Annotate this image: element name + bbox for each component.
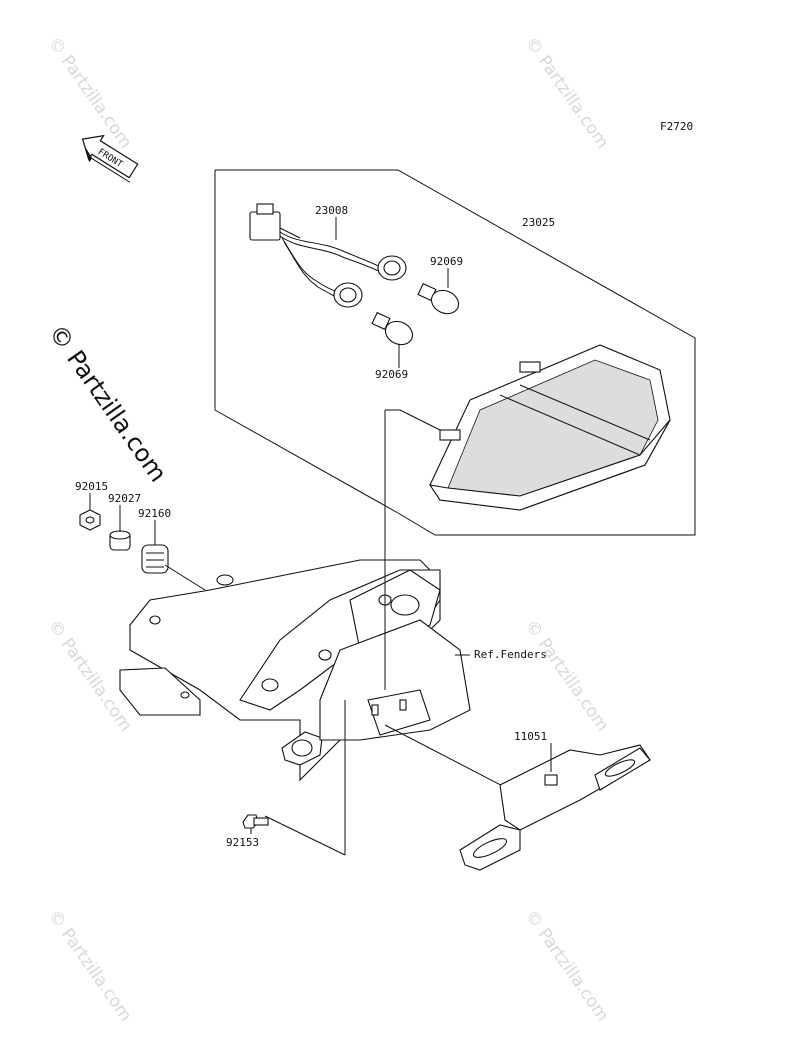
watermark-top-right: © Partzilla.com — [521, 33, 613, 152]
callout-92027: 92027 — [108, 492, 141, 505]
watermark-main: © Partzilla.com — [43, 319, 172, 487]
tail-lamp-assembly — [428, 344, 671, 511]
callout-23008: 23008 — [315, 204, 348, 217]
figure-code: F2720 — [660, 120, 693, 133]
watermark-top-left: © Partzilla.com — [44, 33, 136, 152]
grommet-92160 — [141, 544, 169, 574]
callout-92153: 92153 — [226, 836, 259, 849]
watermark-mid-right: © Partzilla.com — [521, 616, 613, 735]
bulb-bottom — [371, 311, 414, 346]
wiring-harness — [249, 203, 407, 308]
collar-92027 — [109, 530, 131, 551]
callout-11051: 11051 — [514, 730, 547, 743]
nut-92015 — [79, 509, 101, 531]
callout-ref-fenders: Ref.Fenders — [474, 648, 547, 661]
callout-92069-top: 92069 — [430, 255, 463, 268]
rear-frame — [119, 559, 471, 782]
license-bracket — [459, 744, 651, 871]
watermark-bottom-right: © Partzilla.com — [521, 906, 613, 1025]
bolt-92153 — [242, 814, 269, 829]
callout-23025: 23025 — [522, 216, 555, 229]
bulb-top — [417, 282, 460, 315]
callout-92160: 92160 — [138, 507, 171, 520]
callout-92015: 92015 — [75, 480, 108, 493]
group-outline — [214, 169, 696, 536]
watermark-bottom-left: © Partzilla.com — [44, 906, 136, 1025]
callout-92069-bottom: 92069 — [375, 368, 408, 381]
